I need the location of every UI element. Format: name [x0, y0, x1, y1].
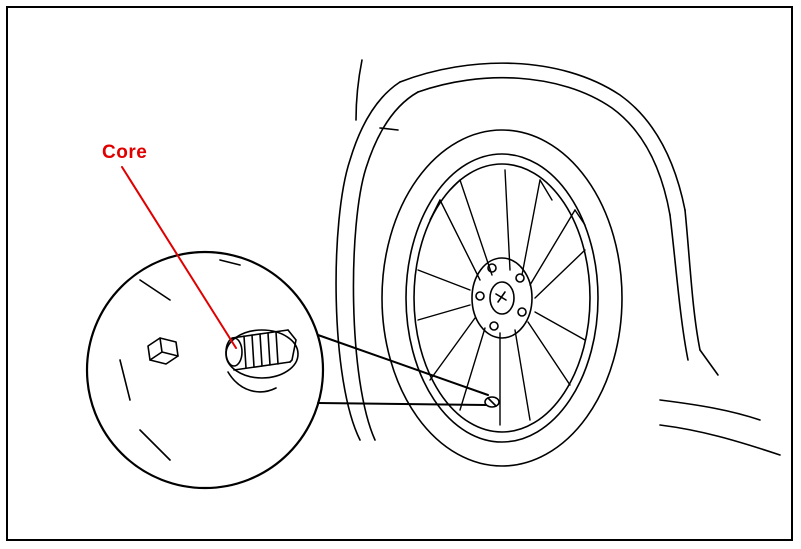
- core-leader-line: [121, 166, 237, 349]
- tire: [381, 129, 623, 467]
- detail-callout: [85, 250, 489, 490]
- wheel-spokes: [417, 169, 586, 426]
- core-label: Core: [102, 142, 148, 163]
- valve-core-detail: [225, 329, 299, 393]
- tire-valve-icon: [484, 396, 500, 408]
- fender-arch: [335, 59, 781, 456]
- valve-cap-icon: [147, 337, 179, 365]
- wheel-hub: [471, 257, 533, 339]
